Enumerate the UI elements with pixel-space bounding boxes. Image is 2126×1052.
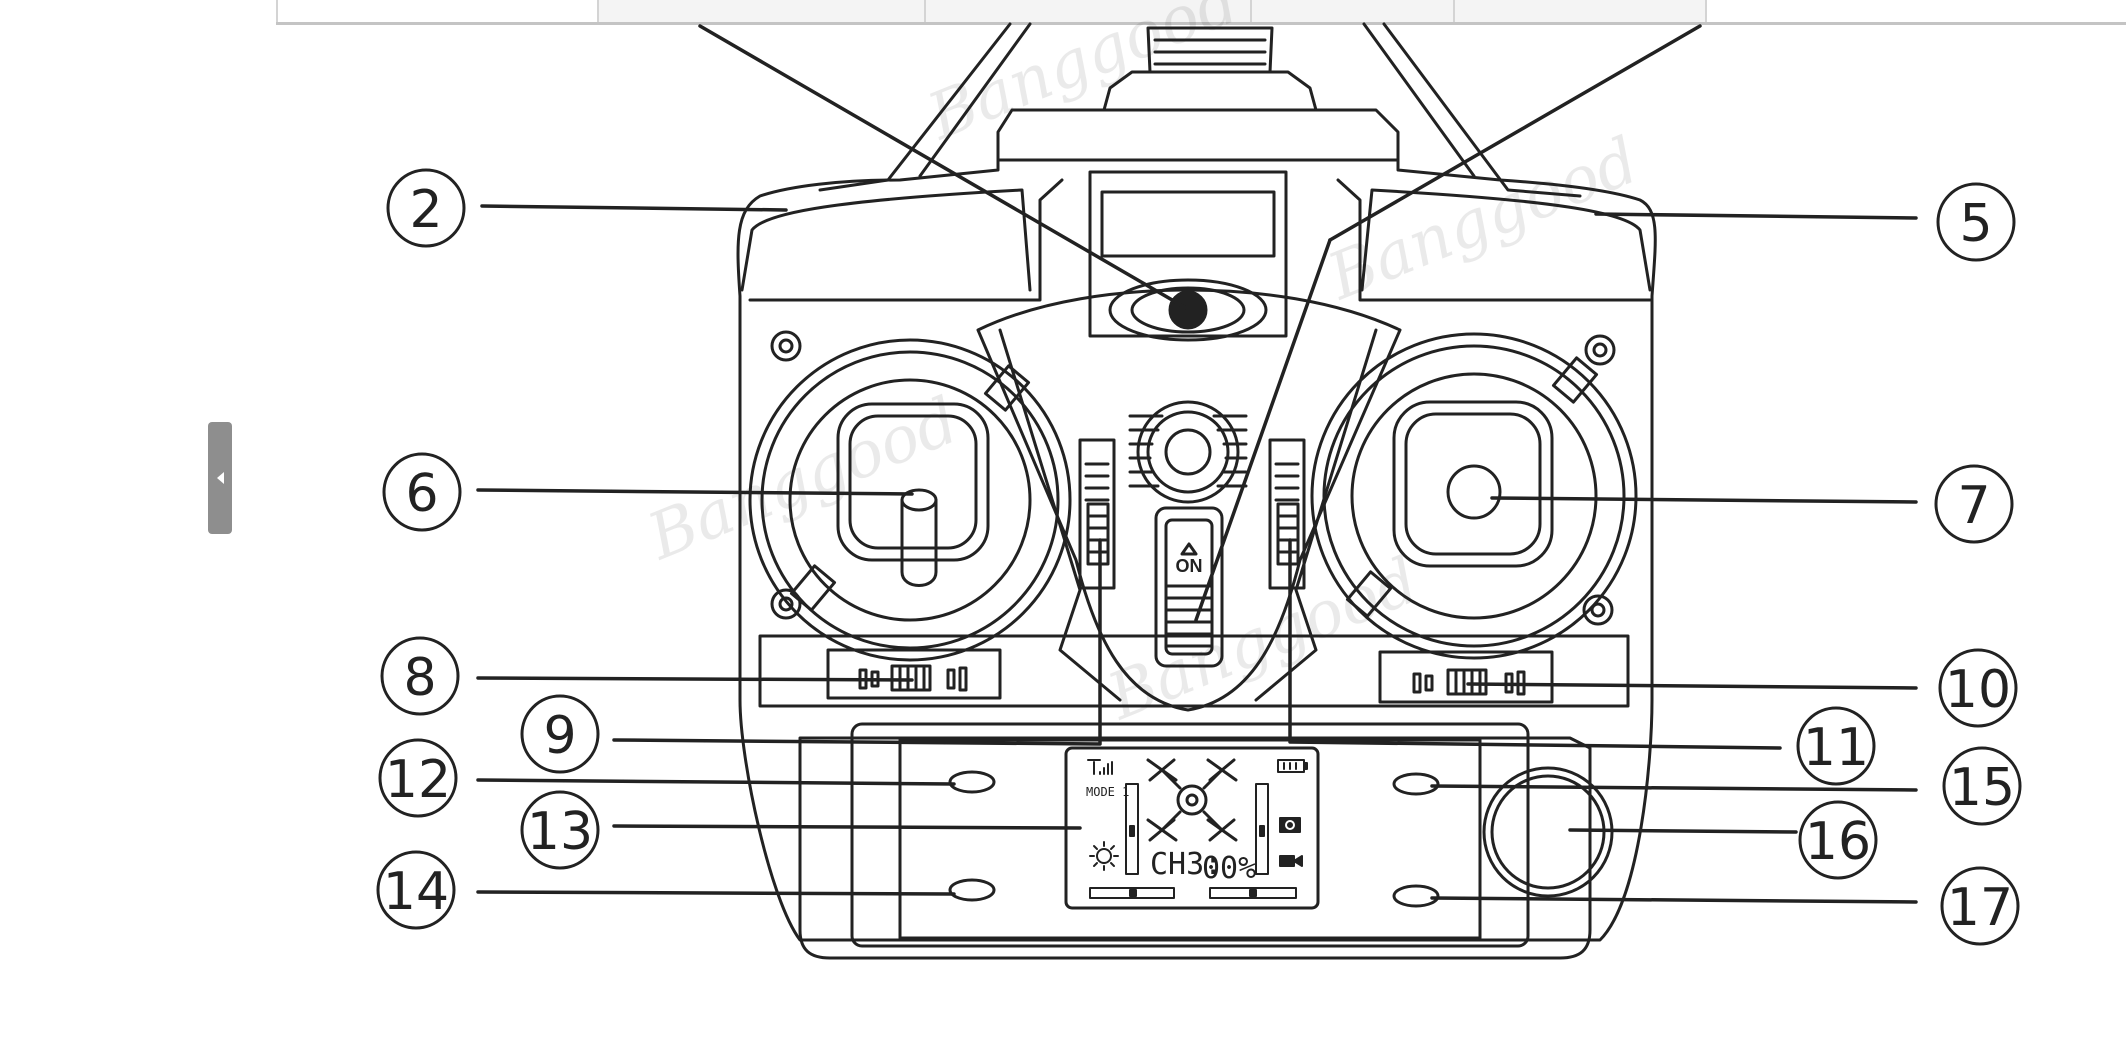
callout-16: 16 <box>1798 800 1878 880</box>
power-knob <box>1168 290 1208 330</box>
lcd-channel: CH3: <box>1150 847 1222 882</box>
right-stick-assembly <box>1310 332 1638 704</box>
button-14 <box>948 878 996 902</box>
callout-17: 17 <box>1940 866 2020 946</box>
callout-label: 9 <box>543 706 576 766</box>
strip-cell <box>923 0 1250 22</box>
video-icon <box>1279 855 1303 867</box>
callout-label: 11 <box>1803 718 1869 778</box>
center-controls: ON <box>1078 400 1306 668</box>
transmitter-body <box>736 158 1657 942</box>
leader-lines <box>476 24 1918 904</box>
right-stick <box>1446 464 1502 520</box>
strip-cell <box>276 0 598 22</box>
lcd-mode: MODE 1 <box>1086 785 1129 799</box>
right-trim-slider <box>1378 650 1554 704</box>
power-switch <box>1154 506 1224 668</box>
lcd-right-bar <box>1255 783 1269 875</box>
strip-cell <box>1249 0 1454 22</box>
left-stick <box>900 498 938 587</box>
switch-label: ON <box>1176 556 1203 576</box>
callout-8: 8 <box>380 636 460 716</box>
callout-10: 10 <box>1938 648 2018 728</box>
callout-9: 9 <box>520 694 600 774</box>
callout-13: 13 <box>520 790 600 870</box>
lcd-percent: 00% <box>1202 851 1256 886</box>
button-15 <box>1392 772 1440 796</box>
callout-label: 13 <box>527 802 593 862</box>
callout-15: 15 <box>1942 746 2022 826</box>
callout-label: 12 <box>385 750 451 810</box>
sidebar-collapse-handle[interactable] <box>208 422 232 534</box>
strip-cell <box>1704 0 2126 22</box>
lcd-content: MODE 1 <box>1086 758 1308 899</box>
bottom-panel <box>798 722 1614 960</box>
callout-label: 7 <box>1957 476 1990 536</box>
callout-label: 17 <box>1947 878 2013 938</box>
lcd-left-bar <box>1125 783 1139 875</box>
callout-11: 11 <box>1796 706 1876 786</box>
quadcopter-icon <box>1146 758 1238 842</box>
callout-label: 6 <box>405 464 438 524</box>
callout-label: 14 <box>383 862 449 922</box>
callout-5: 5 <box>1936 182 2016 262</box>
callout-label: 2 <box>409 180 442 240</box>
callout-6: 6 <box>382 452 462 532</box>
callout-12: 12 <box>378 738 458 818</box>
strip-cell <box>1453 0 1705 22</box>
callout-label: 16 <box>1805 812 1871 872</box>
lcd-left-trim <box>1089 887 1175 899</box>
battery-icon <box>1277 759 1308 773</box>
callout-14: 14 <box>376 850 456 930</box>
camera-icon <box>1279 817 1301 833</box>
collapse-left-icon <box>216 472 224 484</box>
signal-icon <box>1087 759 1113 775</box>
button-17 <box>1392 884 1440 908</box>
callout-label: 8 <box>403 648 436 708</box>
callouts: 2 5 6 7 8 9 10 <box>376 168 2022 946</box>
left-trim-slider <box>826 648 1002 700</box>
callout-label: 10 <box>1945 660 2011 720</box>
button-12 <box>948 770 996 794</box>
left-stick-assembly <box>748 330 1630 708</box>
callout-7: 7 <box>1934 464 2014 544</box>
lcd-right-trim <box>1209 887 1297 899</box>
top-table-strip <box>276 0 2126 25</box>
callout-label: 5 <box>1959 194 1992 254</box>
callout-label: 15 <box>1949 758 2015 818</box>
callout-2: 2 <box>386 168 466 248</box>
sun-icon <box>1089 841 1119 871</box>
strip-cell <box>597 0 924 22</box>
